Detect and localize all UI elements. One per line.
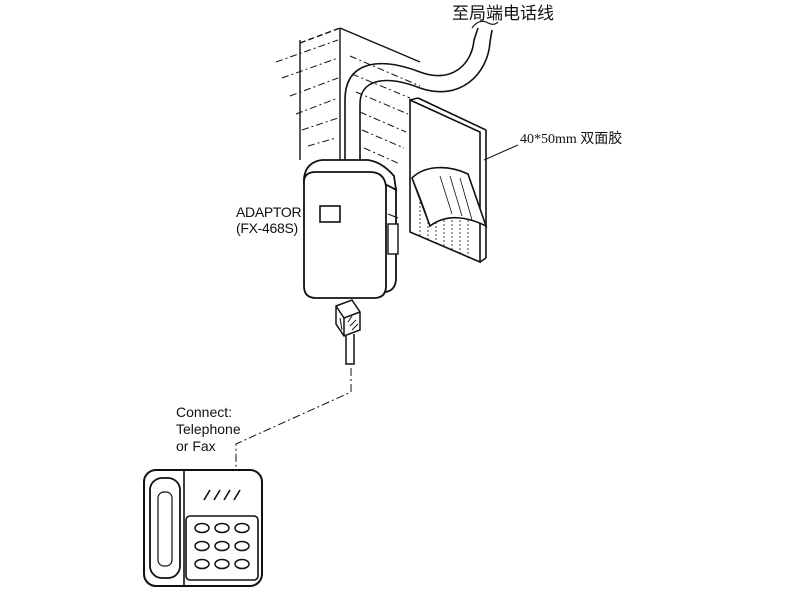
wall-hatching	[275, 39, 421, 165]
double-sided-tape	[409, 97, 488, 264]
connect-line-2: Telephone	[176, 420, 241, 437]
telephone-display	[203, 489, 241, 501]
telephone-keypad	[194, 522, 250, 570]
tape-spec-label: 40*50mm 双面胶	[520, 132, 623, 147]
connect-line-1: Connect:	[176, 404, 233, 420]
adaptor-label-window	[319, 205, 341, 223]
plug-body	[335, 299, 361, 337]
adaptor-box	[303, 159, 399, 299]
telephone	[143, 469, 263, 587]
exchange-line-label: 至局端电话线	[452, 4, 554, 24]
connect-line-3: or Fax	[176, 437, 216, 454]
adaptor-name: ADAPTOR	[236, 204, 302, 220]
adaptor-label: ADAPTOR (FX-468S)	[236, 204, 302, 237]
connect-label: Connect: Telephone or Fax	[176, 404, 241, 454]
connection-line	[235, 368, 352, 470]
adaptor-body-front	[303, 171, 387, 299]
exchange-cable	[344, 20, 499, 162]
rj11-plug	[335, 299, 361, 365]
tape-leader-line	[483, 144, 519, 161]
tape-peeled-corner	[411, 166, 488, 228]
adaptor-model: (FX-468S)	[236, 220, 298, 237]
wall-top-edge	[339, 27, 421, 63]
plug-cable	[345, 334, 355, 365]
wall-top-edge-left	[299, 27, 341, 44]
adaptor-clip	[387, 223, 399, 255]
wall	[275, 27, 421, 170]
